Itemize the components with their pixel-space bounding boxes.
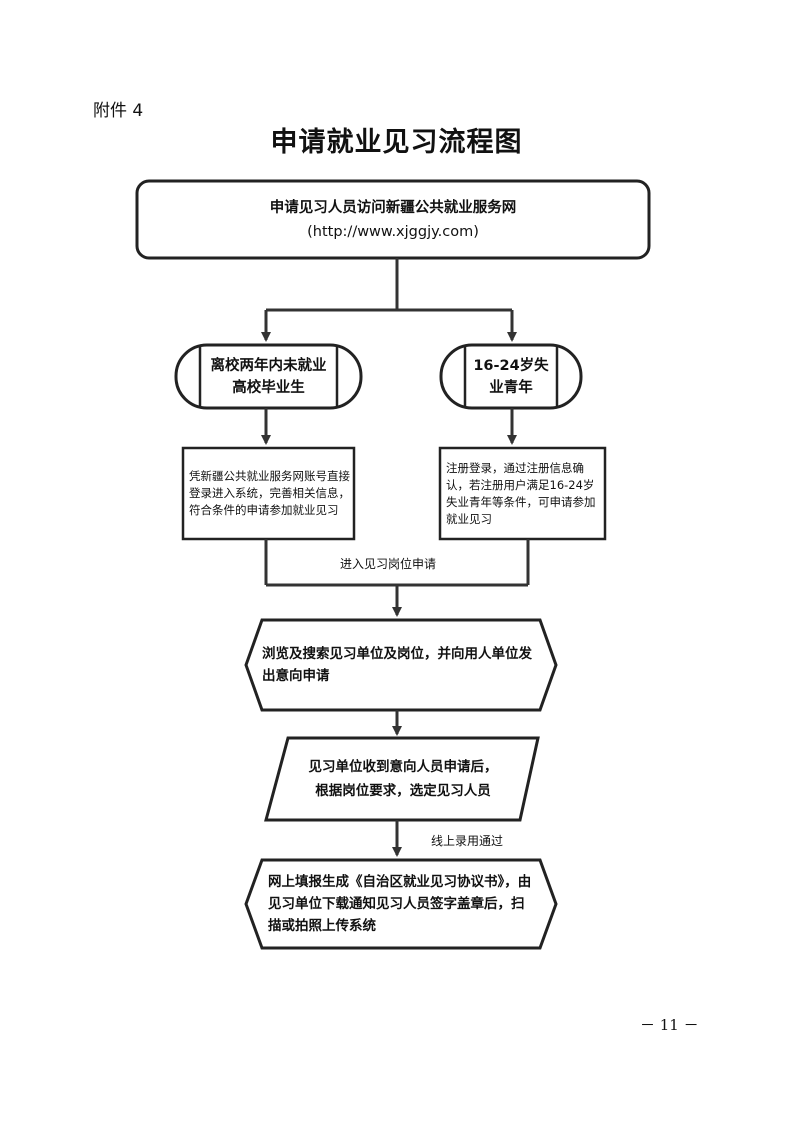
graduates-line1: 离校两年内未就业 — [210, 357, 327, 374]
attachment-label: 附件 4 — [93, 101, 144, 121]
visit-site-box — [135, 179, 651, 260]
visit-site-text: 申请见习人员访问新疆公共就业服务网 (http://www.xjggjy.com… — [137, 181, 649, 258]
youth-step-text: 注册登录，通过注册信息确认，若注册用户满足16-24岁失业青年等条件，可申请参加… — [446, 460, 596, 526]
unit-select-text: 见习单位收到意向人员申请后， 根据岗位要求，选定见习人员 — [280, 738, 526, 820]
unit-select-box — [264, 736, 540, 822]
agreement-text: 网上填报生成《自治区就业见习协议书》，由见习单位下载通知见习人员签字盖章后，扫描… — [268, 874, 532, 934]
youth-line1: 16-24岁失 — [473, 357, 549, 374]
graduates-text: 离校两年内未就业 高校毕业生 — [200, 345, 337, 408]
visit-site-line1: 申请见习人员访问新疆公共就业服务网 — [269, 199, 517, 216]
page-title: 申请就业见习流程图 — [270, 127, 523, 158]
page-number: － 11 － — [640, 1016, 699, 1034]
agreement-box — [244, 858, 558, 950]
browse-text: 浏览及搜索见习单位及岗位，并向用人单位发出意向申请 — [262, 646, 532, 684]
browse-box — [244, 618, 558, 712]
youth-text: 16-24岁失 业青年 — [465, 345, 557, 408]
youth-step-box — [438, 446, 607, 541]
graduates-step-text: 凭新疆公共就业服务网账号直接登录进入系统，完善相关信息，符合条件的申请参加就业见… — [189, 469, 350, 517]
youth-line2: 业青年 — [489, 379, 533, 396]
unit-select-line1: 见习单位收到意向人员申请后， — [308, 759, 498, 775]
graduates-step-box — [181, 446, 356, 541]
graduates-line2: 高校毕业生 — [232, 379, 305, 396]
enter-application-label: 进入见习岗位申请 — [340, 557, 437, 571]
visit-site-line2: (http://www.xjggjy.com) — [307, 223, 479, 240]
graduates-box — [174, 343, 363, 410]
unit-select-line2: 根据岗位要求，选定见习人员 — [315, 783, 491, 799]
online-pass-label: 线上录用通过 — [431, 834, 504, 848]
